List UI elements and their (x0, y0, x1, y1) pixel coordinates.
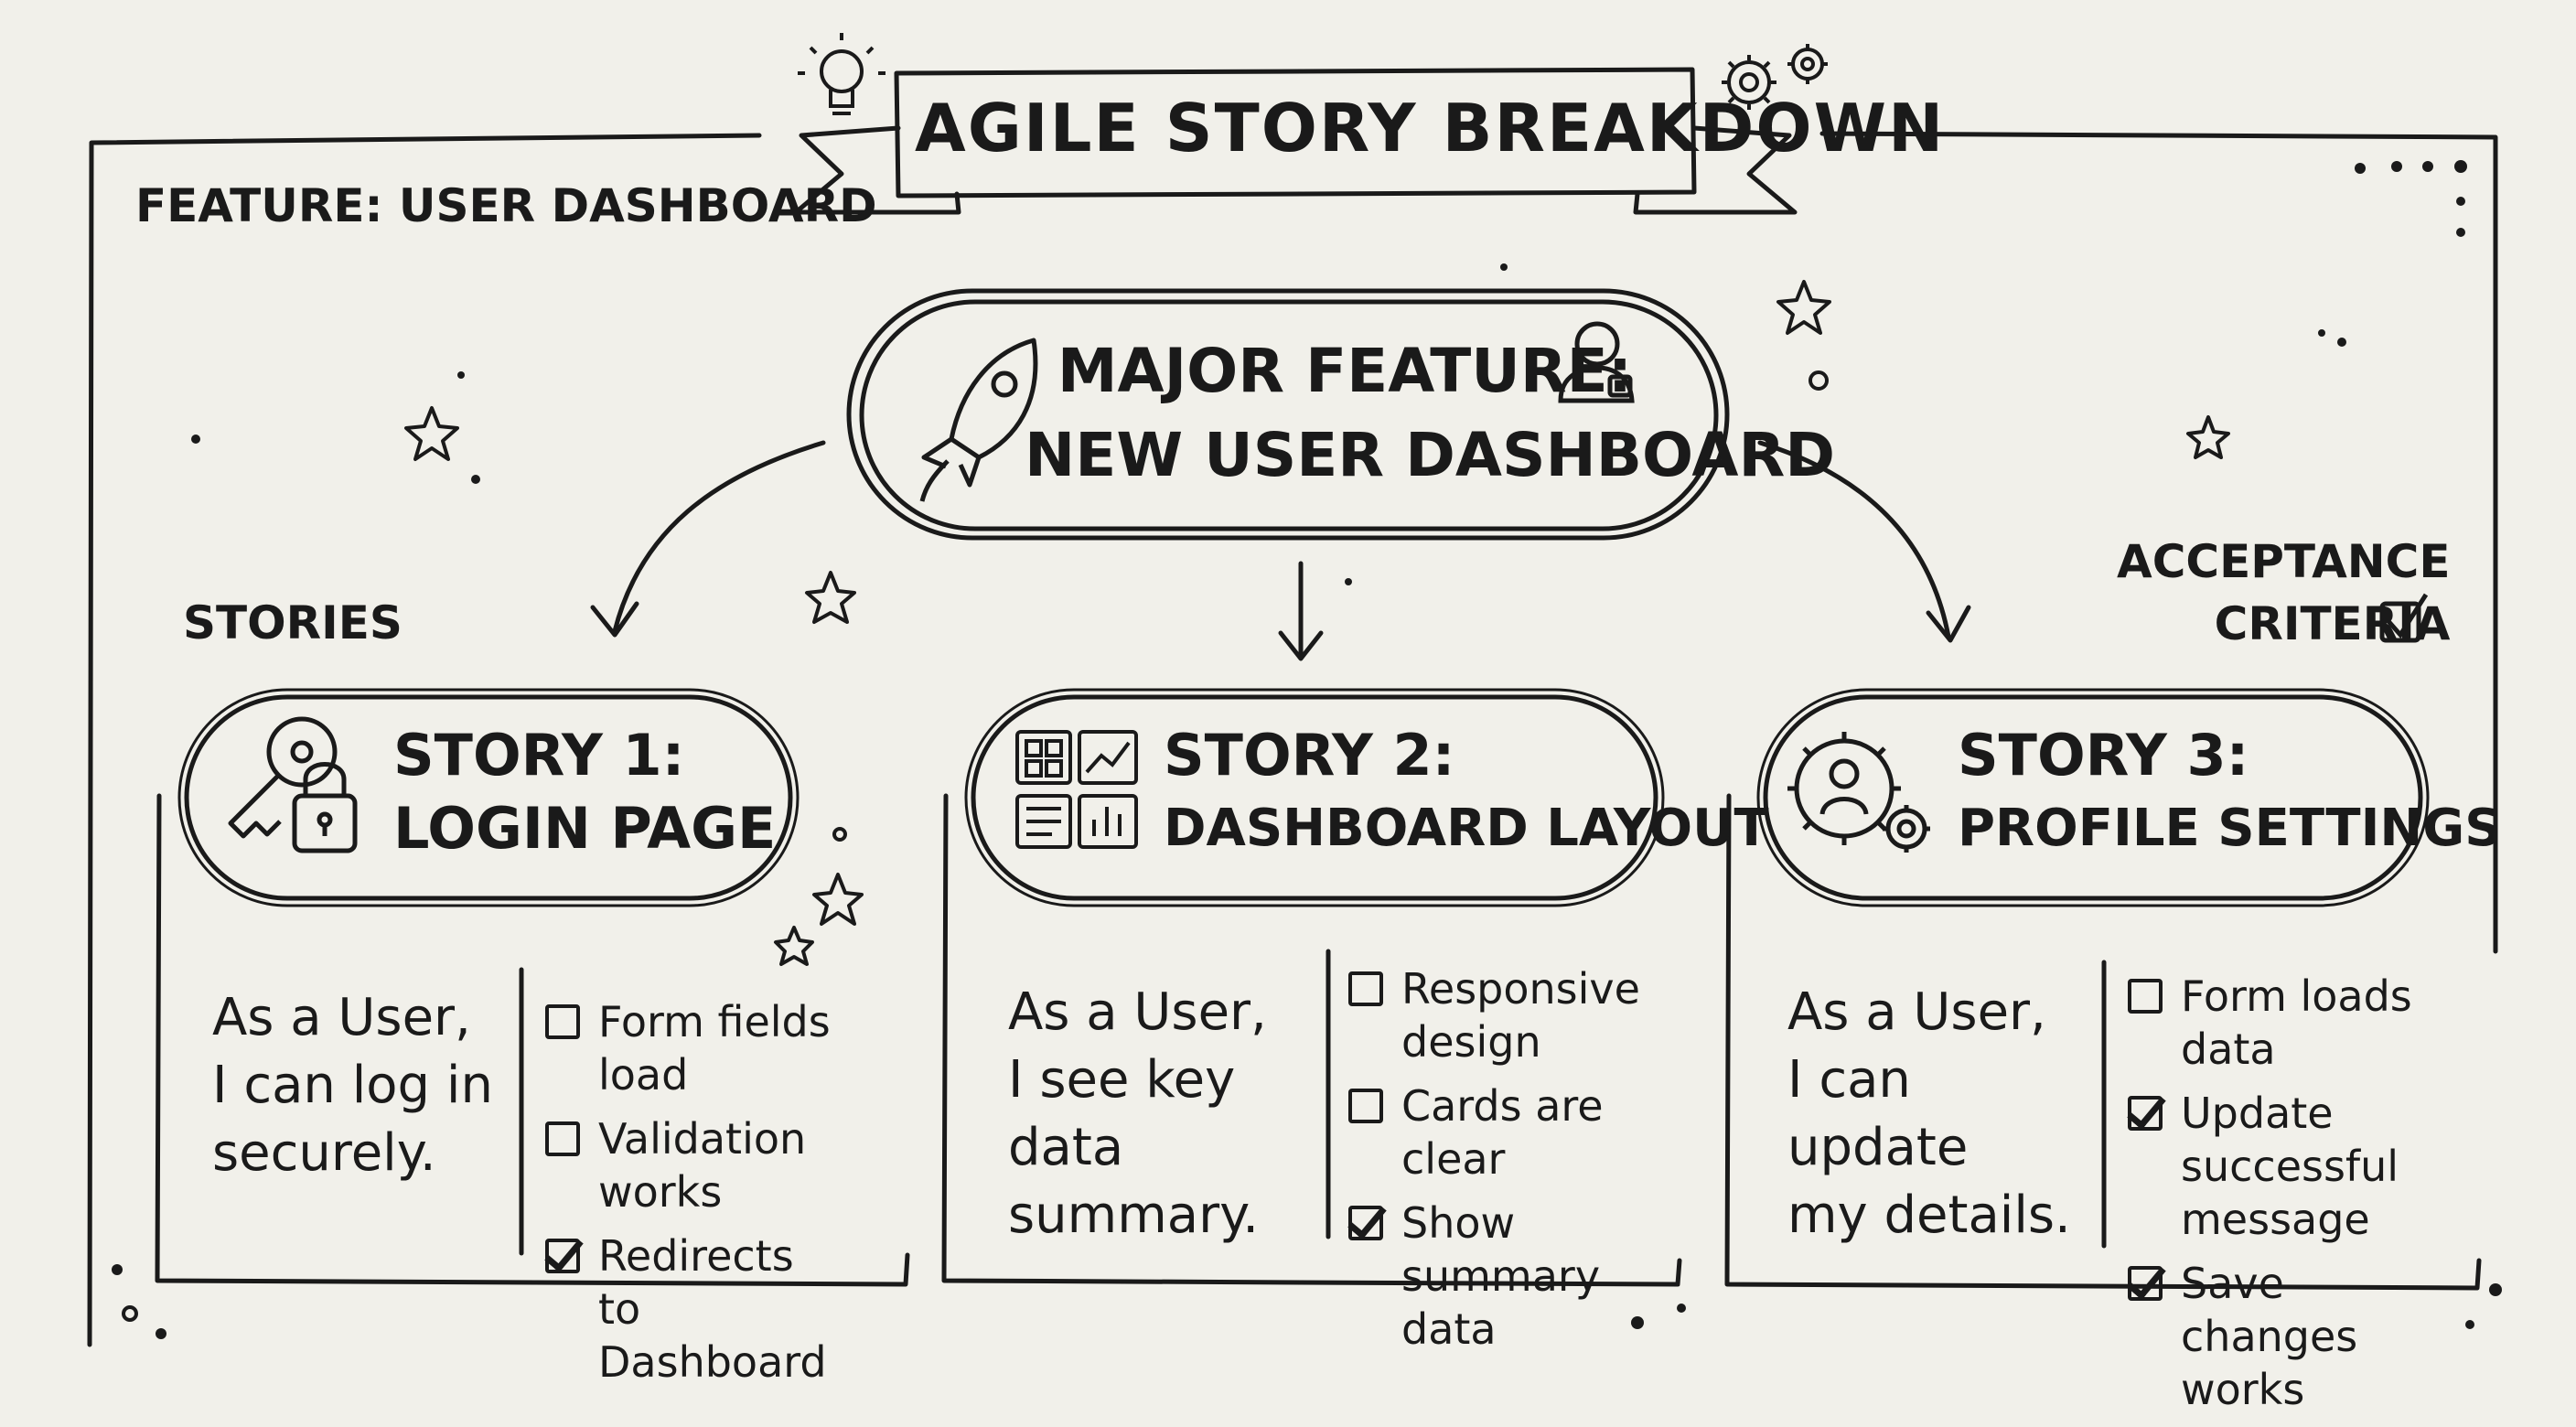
rocket-icon (919, 338, 1038, 502)
criteria-text: Show summary data (1401, 1198, 1601, 1354)
criteria-text: Cards are clear (1401, 1081, 1604, 1184)
story-2-description: As a User, I see key data summary. (1008, 979, 1319, 1250)
criteria-text: Validation works (598, 1114, 807, 1217)
major-feature-node: MAJOR FEATURE: NEW USER DASHBOARD (1025, 329, 1836, 498)
lightbulb-icon (798, 33, 886, 115)
criteria-item[interactable]: Redirects to Dashboard (545, 1229, 911, 1389)
gears-icon (1722, 44, 1828, 110)
story-3-title: STORY 3: PROFILE SETTINGS (1958, 719, 2502, 865)
acceptance-line2: CRITERIA (2214, 597, 2451, 650)
criteria-item[interactable]: Show summary data (1348, 1196, 1678, 1356)
acceptance-line1: ACCEPTANCE (2117, 535, 2451, 588)
story-3-criteria: Form loads data Update successful messag… (2128, 970, 2512, 1427)
user-lock-icon (1558, 321, 1635, 403)
checkbox[interactable] (1348, 971, 1383, 1006)
criteria-item[interactable]: Form loads data (2128, 970, 2512, 1076)
criteria-text: Form fields load (598, 997, 831, 1100)
feature-label: FEATURE: USER DASHBOARD (135, 179, 877, 232)
checkbox-checked[interactable] (1348, 1206, 1383, 1240)
story-1-desc-line: securely. (212, 1123, 436, 1183)
checkbox[interactable] (545, 1004, 580, 1039)
acceptance-check-icon (2379, 593, 2429, 643)
acceptance-criteria-label: ACCEPTANCE CRITERIA (2117, 531, 2451, 655)
major-feature-line2: NEW USER DASHBOARD (1025, 420, 1836, 490)
story-2-title-line1: STORY 2: (1164, 722, 1455, 789)
criteria-text: Update successful message (2181, 1089, 2399, 1244)
story-1-title-line1: STORY 1: (393, 722, 685, 789)
criteria-item[interactable]: Cards are clear (1348, 1079, 1678, 1186)
story-2-title: STORY 2: DASHBOARD LAYOUT (1164, 719, 1769, 865)
criteria-text: Form loads data (2181, 971, 2412, 1074)
story-3-desc-line: my details. (1787, 1186, 2071, 1245)
story-2-desc-line: I see key data (1008, 1050, 1236, 1177)
story-1-title: STORY 1: LOGIN PAGE (393, 719, 776, 865)
story-1-desc-line: As a User, (212, 988, 471, 1047)
dot-decorations (112, 160, 2502, 1339)
story-3-desc-line: I can update (1787, 1050, 1969, 1177)
story-3-title-line2: PROFILE SETTINGS (1958, 799, 2502, 858)
user-gear-icon (1787, 732, 1930, 853)
story-2-title-line2: DASHBOARD LAYOUT (1164, 799, 1769, 858)
checkbox[interactable] (2128, 979, 2163, 1014)
checkbox-checked[interactable] (2128, 1266, 2163, 1301)
story-1-desc-line: I can log in (212, 1056, 493, 1115)
story-1-description: As a User, I can log in securely. (212, 984, 505, 1187)
dashboard-widgets-icon (1015, 730, 1138, 849)
major-feature-line1: MAJOR FEATURE: (1057, 336, 1633, 406)
story-3-desc-line: As a User, (1787, 982, 2046, 1042)
story-3-description: As a User, I can update my details. (1787, 979, 2080, 1250)
criteria-item[interactable]: Responsive design (1348, 962, 1678, 1068)
checkbox[interactable] (1348, 1089, 1383, 1123)
checkbox-checked[interactable] (545, 1239, 580, 1273)
criteria-item[interactable]: Form fields load (545, 995, 911, 1101)
key-lock-icon (228, 716, 358, 853)
criteria-text: Responsive design (1401, 964, 1640, 1067)
checkbox[interactable] (545, 1121, 580, 1156)
criteria-item[interactable]: Save changes works (2128, 1257, 2512, 1416)
criteria-text: Redirects to Dashboard (598, 1231, 827, 1387)
criteria-text: Save changes works (2181, 1259, 2358, 1414)
criteria-item[interactable]: Update successful message (2128, 1087, 2512, 1246)
page-title: AGILE STORY BREAKDOWN (915, 90, 1946, 166)
story-2-desc-line: As a User, (1008, 982, 1267, 1042)
story-2-criteria: Responsive design Cards are clear Show s… (1348, 962, 1678, 1367)
story-2-desc-line: summary. (1008, 1186, 1260, 1245)
star-decorations (404, 280, 2230, 966)
story-1-criteria: Form fields load Validation works Redire… (545, 995, 911, 1400)
checkbox-checked[interactable] (2128, 1096, 2163, 1131)
criteria-item[interactable]: Validation works (545, 1112, 911, 1218)
stories-label: STORIES (183, 596, 402, 649)
story-3-title-line1: STORY 3: (1958, 722, 2249, 789)
story-1-title-line2: LOGIN PAGE (393, 795, 777, 862)
